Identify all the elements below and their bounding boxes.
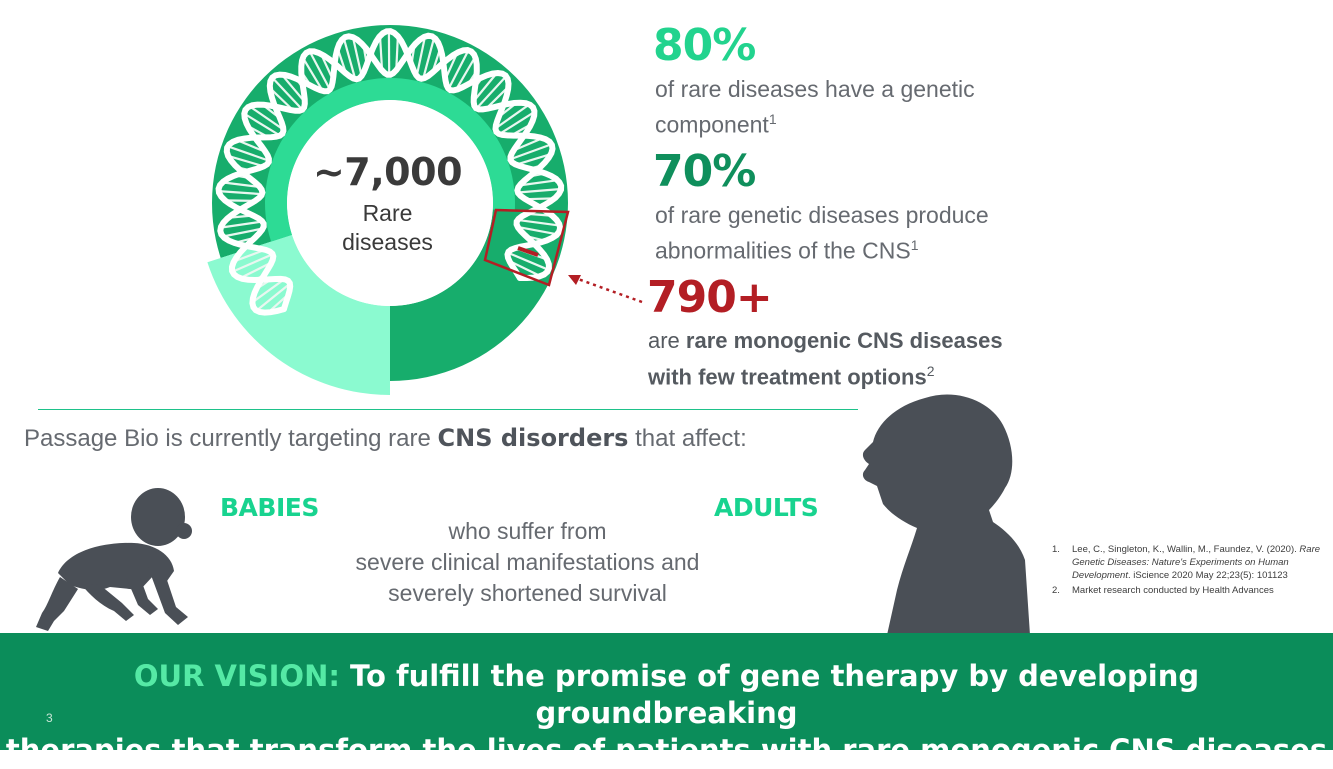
ring-label-line1: Rare	[300, 200, 475, 227]
targeting-statement: Passage Bio is currently targeting rare …	[24, 424, 747, 453]
reference-1-number: 1.	[1052, 543, 1072, 582]
stat-70-text: of rare genetic diseases produce abnorma…	[655, 200, 989, 266]
stat-70-line2: abnormalities of the CNS1	[655, 230, 989, 266]
stat-790-number: 790+	[647, 272, 772, 323]
stat-80-line2-text: component	[655, 112, 769, 138]
description-line2: severe clinical manifestations and	[290, 547, 765, 578]
targeting-prefix: Passage Bio is currently targeting rare	[24, 425, 438, 452]
stat-70-line1: of rare genetic diseases produce	[655, 200, 989, 230]
page-number: 3	[46, 711, 53, 725]
baby-silhouette-icon	[30, 485, 200, 635]
stat-790-bold1: rare monogenic CNS diseases	[686, 328, 1003, 353]
stat-70-line2-text: abnormalities of the CNS	[655, 238, 911, 264]
description-line1: who suffer from	[290, 516, 765, 547]
reference-1: 1. Lee, C., Singleton, K., Wallin, M., F…	[1052, 543, 1322, 582]
stat-80-footnote: 1	[769, 111, 777, 127]
stat-790-line1: are rare monogenic CNS diseases	[648, 326, 1003, 356]
vision-label: OUR VISION:	[134, 659, 340, 693]
affected-description: who suffer from severe clinical manifest…	[290, 516, 765, 609]
vision-line1: OUR VISION: To fulfill the promise of ge…	[0, 658, 1333, 732]
reference-2-text: Market research conducted by Health Adva…	[1072, 584, 1274, 597]
stat-790-bold2: with few treatment options	[648, 364, 927, 389]
stat-790-pre: are	[648, 328, 686, 353]
adult-silhouette-icon	[855, 390, 1035, 635]
stat-80-line1: of rare diseases have a genetic	[655, 74, 975, 104]
ring-count: ~7,000	[300, 150, 475, 194]
dotted-arrow-icon	[568, 275, 642, 302]
stat-790-text: are rare monogenic CNS diseases with few…	[648, 326, 1003, 392]
stat-790-footnote: 2	[927, 363, 935, 379]
reference-2: 2. Market research conducted by Health A…	[1052, 584, 1322, 597]
targeting-bold: CNS disorders	[438, 424, 629, 452]
references: 1. Lee, C., Singleton, K., Wallin, M., F…	[1052, 543, 1322, 599]
reference-2-number: 2.	[1052, 584, 1072, 597]
targeting-suffix: that affect:	[628, 425, 746, 452]
stat-80-number: 80%	[653, 20, 755, 71]
stat-80-text: of rare diseases have a genetic componen…	[655, 74, 975, 140]
description-line3: severely shortened survival	[290, 578, 765, 609]
reference-1-text: Lee, C., Singleton, K., Wallin, M., Faun…	[1072, 543, 1322, 582]
highlight-overlay	[470, 195, 655, 315]
reference-1-source: . iScience 2020 May 22;23(5): 101123	[1128, 570, 1288, 581]
stat-70-footnote: 1	[911, 237, 919, 253]
highlight-tick	[518, 248, 538, 255]
stat-80-line2: component1	[655, 104, 975, 140]
vision-line2: therapies that transform the lives of pa…	[0, 732, 1333, 769]
vision-line1-text: To fulfill the promise of gene therapy b…	[340, 659, 1199, 730]
cns-highlight-box	[485, 210, 568, 285]
section-divider	[38, 409, 858, 410]
stat-70-number: 70%	[653, 146, 755, 197]
stat-790-line2: with few treatment options2	[648, 356, 1003, 392]
vision-statement: OUR VISION: To fulfill the promise of ge…	[0, 658, 1333, 769]
reference-1-authors: Lee, C., Singleton, K., Wallin, M., Faun…	[1072, 544, 1299, 555]
ring-label-line2: diseases	[300, 229, 475, 256]
